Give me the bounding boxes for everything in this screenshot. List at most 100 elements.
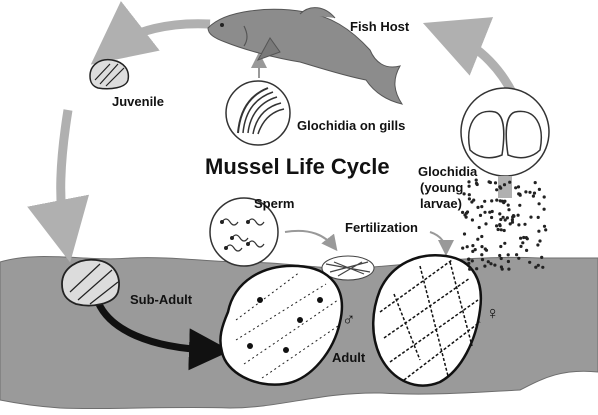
gills-inset-icon: [226, 81, 290, 145]
glochidia-dot: [471, 259, 474, 262]
glochidia-dot: [480, 253, 483, 256]
glochidia-dot: [523, 223, 526, 226]
glochidia-dot: [503, 183, 506, 186]
glochidia-dot: [498, 185, 501, 188]
label-adult: Adult: [332, 350, 365, 365]
glochidia-dot: [502, 201, 505, 204]
male-symbol: ♂: [342, 312, 356, 327]
label-fertilization: Fertilization: [345, 220, 418, 235]
glochidia-dot: [507, 268, 510, 271]
arrow-fish-to-juvenile: [112, 24, 210, 48]
label-sperm: Sperm: [254, 196, 294, 211]
label-glochidia-on-gills: Glochidia on gills: [297, 118, 405, 133]
glochidia-dot: [468, 185, 471, 188]
glochidia-dot: [489, 181, 492, 184]
glochidia-dot: [463, 232, 466, 235]
label-juvenile: Juvenile: [112, 94, 164, 109]
label-glochidia-line1: Glochidia: [418, 164, 477, 179]
glochidia-dot: [490, 199, 493, 202]
glochidia-dot: [497, 228, 500, 231]
glochidia-dot: [517, 223, 520, 226]
glochidia-dot: [471, 218, 474, 221]
juvenile-shell-icon: [90, 60, 128, 89]
glochidia-dot: [522, 236, 525, 239]
glochidia-dot: [534, 181, 537, 184]
glochidia-dot: [476, 238, 479, 241]
glochidia-dot: [484, 247, 487, 250]
glochidia-dot: [481, 258, 484, 261]
label-glochidia-line3: larvae): [420, 196, 462, 211]
glochidia-dot: [508, 181, 511, 184]
glochidia-dot: [538, 239, 541, 242]
glochidia-dot: [475, 182, 478, 185]
glochidia-dot: [525, 249, 528, 252]
glochidia-dot: [517, 185, 520, 188]
glochidia-dot: [518, 204, 521, 207]
diagram-title: Mussel Life Cycle: [205, 154, 390, 180]
glochidia-dot: [502, 216, 505, 219]
female-symbol: ♀: [486, 306, 500, 321]
glochidia-dot: [507, 204, 510, 207]
glochidia-dot: [529, 216, 532, 219]
glochidia-dot: [521, 241, 524, 244]
glochidia-dot: [472, 199, 475, 202]
glochidia-dot: [475, 267, 478, 270]
glochidia-dot: [468, 197, 471, 200]
glochidia-dot: [466, 245, 469, 248]
arrow-sperm-to-cluster: [285, 231, 335, 248]
glochidia-dot: [514, 186, 517, 189]
glochidia-dot: [507, 260, 510, 263]
arrow-fertilization: [430, 232, 446, 252]
glochidia-dot: [483, 265, 486, 268]
glochidia-dot: [489, 262, 492, 265]
glochidia-dot: [493, 264, 496, 267]
glochidia-dot: [538, 202, 541, 205]
glochidia-dot: [519, 245, 522, 248]
glochidia-dot: [533, 192, 536, 195]
glochidia-dot: [519, 194, 522, 197]
glochidia-dot: [461, 247, 464, 250]
label-sub-adult: Sub-Adult: [130, 292, 192, 307]
glochidia-dot: [538, 188, 541, 191]
glochidia-dot: [498, 212, 501, 215]
glochidia-dot: [483, 200, 486, 203]
glochidia-dot: [499, 245, 502, 248]
glochidia-dot: [467, 262, 470, 265]
glochidia-dot: [463, 213, 466, 216]
glochidia-dot: [490, 216, 493, 219]
glochidia-dot: [498, 254, 501, 257]
glochidia-dot: [503, 229, 506, 232]
glochidia-dot: [480, 235, 483, 238]
glochidia-dot: [467, 180, 470, 183]
glochidia-dot: [498, 223, 501, 226]
glochidia-dot: [504, 218, 507, 221]
glochidia-dot: [468, 193, 471, 196]
label-fish-host: Fish Host: [350, 19, 409, 34]
glochidia-dot: [537, 230, 540, 233]
glochidia-dot: [543, 208, 546, 211]
glochidia-dot: [495, 224, 498, 227]
glochidia-dot: [519, 237, 522, 240]
glochidia-dot: [532, 195, 535, 198]
glochidia-dot: [543, 225, 546, 228]
glochidia-dot: [471, 244, 474, 247]
glochidia-dot: [495, 188, 498, 191]
label-glochidia-line2: (young: [420, 180, 463, 195]
glochidia-dot: [541, 266, 544, 269]
glochidia-dot: [500, 228, 503, 231]
glochidia-dot: [544, 228, 547, 231]
glochidia-dot: [476, 206, 479, 209]
glochidia-dot: [515, 253, 518, 256]
glochidia-dot: [484, 222, 487, 225]
glochidia-dot: [517, 257, 520, 260]
glochidia-dot: [483, 211, 486, 214]
glochidia-dot: [511, 221, 514, 224]
glochidia-dot: [528, 261, 531, 264]
glochidia-dot: [507, 208, 510, 211]
glochidia-dot: [480, 245, 483, 248]
glochidia-dot: [488, 211, 491, 214]
glochidia-dot: [467, 258, 470, 261]
glochidia-dot: [528, 191, 531, 194]
glochidia-dot: [471, 250, 474, 253]
